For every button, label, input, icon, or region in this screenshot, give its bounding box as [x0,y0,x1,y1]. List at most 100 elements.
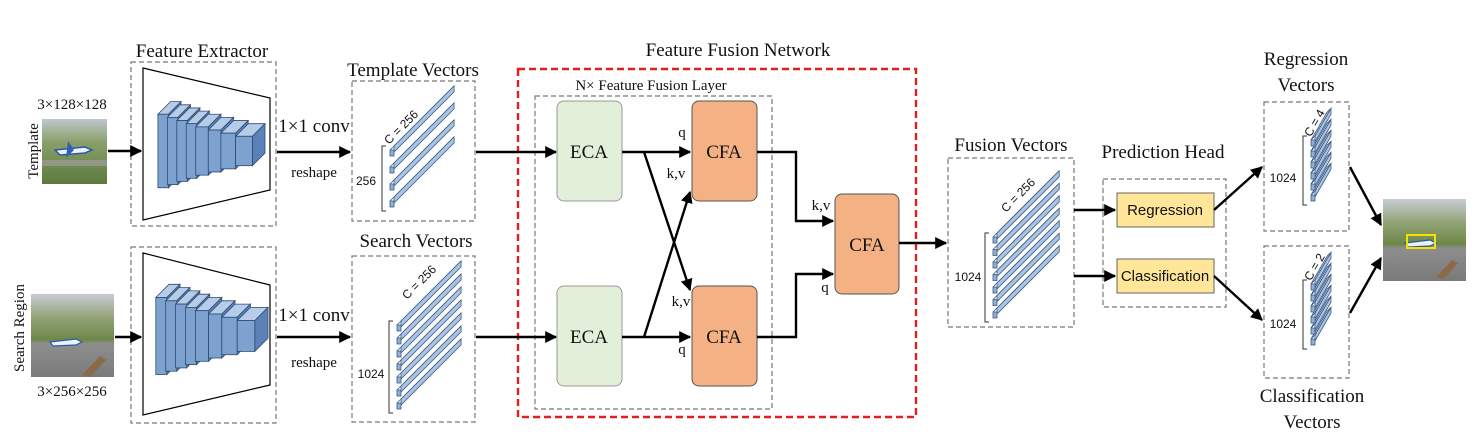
regression-vector-stack [1302,106,1332,206]
search-region-image [31,294,114,377]
regression-vector-bar [1310,150,1332,191]
cfa-final-label: CFA [849,235,885,256]
backbone-layers-bottom [154,283,269,376]
fusion-vectors-box [947,157,1075,328]
classification-vector-stack [1302,250,1332,350]
arrow-cfa-top-to-final [757,150,835,227]
fusion-vector-bar [992,244,1060,319]
search-vector-bar [396,337,462,410]
prediction-head-box [1102,178,1227,308]
regression-n-label: 1024 [1270,171,1297,185]
regression-vectors-title-2: Vectors [1278,75,1335,96]
search-vector-brace [388,320,393,414]
q-final-label: q [821,280,829,296]
q-top-label: q [678,125,686,141]
classification-vectors-box [1263,245,1350,379]
fusion-vector-bar [992,207,1060,281]
regression-block [1116,192,1215,228]
arrow-to-regression-vectors [1213,166,1263,211]
search-vector-bar [396,272,462,345]
regression-vector-bar [1310,106,1332,147]
template-vectors-title: Template Vectors [347,60,479,81]
template-vector-bar [389,84,455,157]
template-vector-stack [381,84,455,212]
kv-top-label: k,v [667,166,686,182]
eca-top-label: ECA [570,142,608,163]
classification-vector-bar [1310,305,1332,346]
prediction-head-title: Prediction Head [1102,142,1225,163]
feature-extractor-title: Feature Extractor [136,41,269,62]
fusion-vector-brace [984,232,989,323]
reshape-top-label: reshape [291,165,337,181]
classification-n-label: 1024 [1270,317,1297,331]
fusion-vector-stack [984,169,1060,323]
classification-block [1116,258,1215,294]
regression-vectors-title-1: Regression [1264,49,1349,70]
classification-vector-bar [1310,294,1332,335]
fusion-vector-bar [992,169,1060,244]
fusion-vectors-title: Fusion Vectors [954,135,1067,156]
regression-vector-bar [1310,139,1332,180]
fusion-layer-title: N× Feature Fusion Layer [575,78,726,94]
bounding-box-overlay [1406,234,1436,249]
template-image [42,119,107,184]
eca-bottom-label: ECA [570,327,608,348]
feature-extractor-top-box [130,61,277,227]
regression-label: Regression [1127,202,1203,219]
template-size-label: 3×128×128 [37,97,106,113]
template-side-label: Template [26,123,42,179]
fusion-vector-bar [992,232,1060,306]
search-vector-bar [396,259,462,332]
template-vector-bar [389,135,455,208]
regression-vector-brace [1302,135,1307,206]
arrow-eca-top-cross [642,151,693,292]
template-vector-brace [381,145,386,212]
search-vectors-title: Search Vectors [359,231,472,252]
fusion-vector-bar [992,182,1060,256]
q-bottom-label: q [678,342,686,358]
arrow-eca-bottom-cross [642,190,693,338]
classification-vectors-title-2: Vectors [1284,412,1341,433]
conv-top-label: 1×1 conv [278,116,350,137]
classification-vector-bar [1310,261,1332,302]
template-vector-bar [389,118,455,191]
search-n-label: 1024 [358,367,385,381]
fusion-n-label: 1024 [955,270,982,284]
backbone-layer [234,122,266,167]
regression-vector-bar [1310,117,1332,158]
search-vector-bar [396,324,462,397]
search-vector-bar [396,311,462,384]
arrow-cfa-bottom-to-final [757,268,835,339]
output-image [1383,199,1466,281]
backbone-layer [236,306,269,353]
fusion-vector-bar [992,219,1060,294]
regression-vector-bar [1310,128,1332,169]
regression-vector-bar [1310,161,1332,202]
kv-bottom-label: k,v [672,294,691,310]
search-size-label: 3×256×256 [37,384,107,400]
cfa-top-label: CFA [706,142,742,163]
fusion-layer-box [534,95,773,410]
conv-bottom-label: 1×1 conv [278,305,350,326]
classification-vector-brace [1302,279,1307,350]
search-vector-bar [396,298,462,371]
classification-vectors-title-1: Classification [1260,386,1365,407]
classification-label: Classification [1121,268,1209,285]
fusion-network-title: Feature Fusion Network [646,40,831,61]
fusion-c-label: C = 256 [998,175,1038,215]
template-n-label: 256 [356,174,376,188]
fusion-vector-bar [992,194,1060,269]
classification-vector-bar [1310,283,1332,324]
search-vector-bar [396,285,462,358]
arrow-to-classification-vectors [1213,275,1263,321]
cfa-bottom-label: CFA [706,327,742,348]
reshape-bottom-label: reshape [291,355,337,371]
arrow-regression-to-output [1348,166,1383,227]
template-vectors-box [351,80,476,222]
search-region-side-label: Search Region [12,284,28,372]
search-vector-stack [388,259,462,414]
classification-vector-bar [1310,250,1332,291]
kv-final-label: k,v [812,198,831,214]
backbone-layers-top [156,100,266,189]
